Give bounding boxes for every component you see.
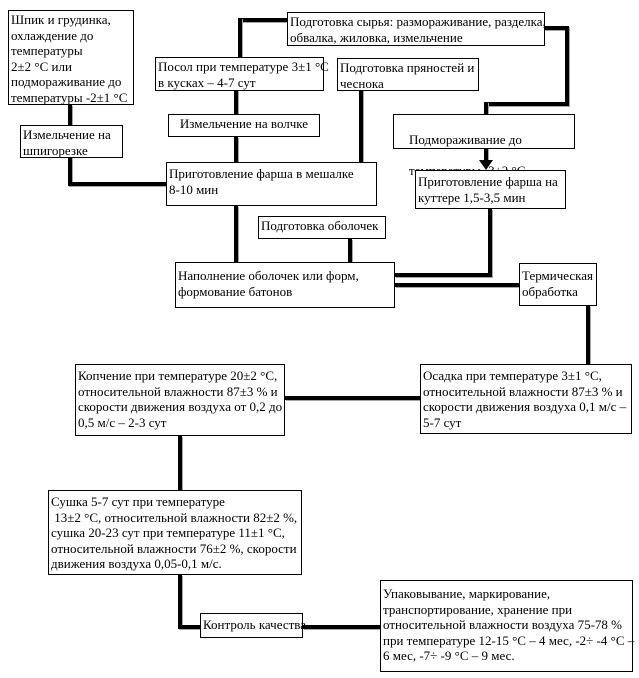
node-subfreezing: Подмораживание до температуры -3±2 °С [393, 114, 575, 178]
connector-subfreezing-to-cutter-shaft [484, 148, 488, 162]
node-volchok-grinding: Измельчение на волчке [168, 114, 320, 137]
connector-filling-to-thermal [395, 283, 519, 287]
connector-rawprep-to-salting-v [238, 18, 242, 58]
connector-casings-to-filling [348, 239, 352, 264]
node-settling: Осадка при температуре 3±1 °С, относител… [420, 364, 632, 434]
node-casings-prep: Подготовка оболочек [258, 216, 386, 239]
node-spice-prep: Подготовка пряностей и чеснока [337, 58, 479, 91]
node-mince-mixer: Приготовление фарша в мешалке 8-10 мин [166, 162, 377, 206]
connector-smoking-to-drying [178, 436, 182, 492]
arrow-down-icon [479, 160, 493, 170]
connector-volchok-to-mixer [234, 137, 238, 163]
connector-shpig-grinding-to-mixer [68, 182, 166, 186]
connector-cutter-to-filling-h [395, 273, 492, 277]
connector-drying-to-quality-v [178, 575, 182, 629]
connector-rawprep-to-subfreezing-v1 [565, 26, 569, 106]
connector-cutter-to-filling-v [488, 209, 492, 277]
node-drying: Сушка 5-7 сут при температуре 13±2 °С, о… [48, 490, 302, 575]
connector-mixer-to-filling [234, 206, 238, 264]
node-thermal: Термическая обработка [519, 263, 597, 306]
node-salting: Посол при температуре 3±1 °С в кусках – … [155, 57, 329, 91]
node-bacon: Шпик и грудинка, охлаждение до температу… [8, 10, 134, 105]
node-shpig-grinding: Измельчение на шпигорезке [20, 125, 123, 158]
connector-rawprep-to-subfreezing-h2 [484, 102, 569, 106]
connector-spice-to-mixer [359, 90, 363, 163]
connector-drying-to-quality-h [178, 625, 202, 629]
node-quality-control: Контроль качества [200, 613, 306, 638]
connector-rawprep-to-salting-h [238, 18, 290, 22]
connector-rawprep-to-subfreezing-h1 [543, 26, 569, 30]
subfreezing-line1: Подмораживание до [409, 131, 522, 147]
connector-thermal-to-settling [586, 306, 590, 366]
node-filling: Наполнение оболочек или форм, формование… [175, 262, 395, 308]
connector-salting-to-volchok [234, 90, 238, 116]
node-raw-prep: Подготовка сырья: размораживание, раздел… [287, 12, 546, 46]
connector-quality-to-packaging [303, 625, 380, 629]
node-packaging: Упаковывание, маркирование, транспортиро… [380, 580, 634, 672]
node-mince-cutter: Приготовление фарша на куттере 1,5-3,5 м… [415, 170, 566, 209]
connector-settling-to-smoking [285, 396, 420, 400]
node-smoking: Копчение при температуре 20±2 °С, относи… [75, 364, 285, 436]
